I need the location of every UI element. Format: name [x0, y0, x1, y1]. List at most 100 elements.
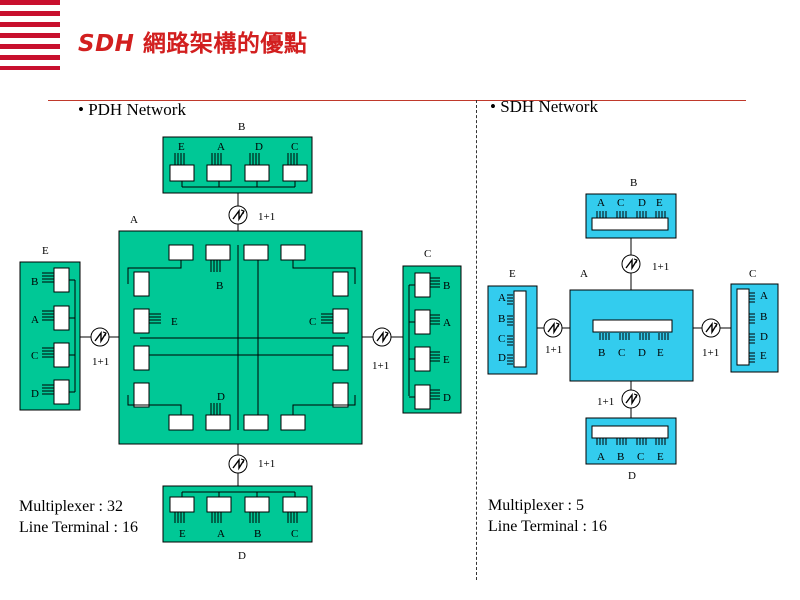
sdh-right-label: A [760, 290, 768, 302]
pdh-bottom-label: C [291, 528, 299, 540]
sdh-bottom-label: B [617, 451, 625, 463]
sdh-left-label: C [498, 333, 506, 345]
pdh-bottom-multiplexer [244, 496, 270, 513]
pdh-right-label: A [443, 317, 451, 329]
sdh-right-label: D [760, 331, 768, 343]
pdh-center-connector [127, 395, 182, 415]
title-latin: SDH [78, 31, 135, 57]
title-divider [48, 100, 746, 101]
pdh-bottom-label: A [217, 528, 225, 540]
pdh-repeater-bottom-icon-arrowhead [240, 458, 245, 464]
sdh-node-a-box [569, 289, 694, 382]
sdh-center-label: C [618, 347, 626, 359]
sdh-repeater-top-icon-arrowhead [633, 258, 638, 264]
page-title: SDH 網路架構的優點 [78, 24, 307, 58]
sdh-right-adm [736, 288, 750, 366]
sdh-stats: Multiplexer : 5 Line Terminal : 16 [488, 495, 607, 537]
pdh-center-label-e: E [171, 316, 178, 328]
sdh-left-label: B [498, 313, 506, 325]
pdh-center-connector [127, 260, 182, 284]
sdh-bottom-adm [591, 425, 669, 439]
sdh-bottom-label: A [597, 451, 605, 463]
pdh-protection-left: 1+1 [92, 356, 110, 368]
sdh-right-label: E [760, 350, 767, 362]
pdh-right-label: B [443, 280, 451, 292]
sdh-left-label: A [498, 292, 506, 304]
pdh-bottom-label: E [179, 528, 186, 540]
pdh-node-d-label: D [238, 550, 246, 562]
sdh-center-adm [592, 319, 673, 333]
sdh-multiplexer-count: Multiplexer : 5 [488, 497, 584, 514]
sdh-node-b-label: B [630, 177, 638, 189]
pdh-line-terminal-count: Line Terminal : 16 [19, 519, 138, 536]
sdh-protection-top: 1+1 [652, 261, 670, 273]
pdh-top-label: E [178, 141, 185, 153]
brand-stripes-logo [0, 0, 60, 70]
sdh-repeater-top-icon-glyph [625, 257, 638, 271]
pdh-node-c-label: C [424, 248, 432, 260]
pdh-repeater-right-icon-arrowhead [384, 331, 389, 337]
sdh-left-adm [513, 290, 527, 368]
pdh-right-multiplexer [414, 272, 431, 298]
pdh-center-multiplexer [133, 382, 150, 408]
sdh-repeater-left-icon [543, 318, 563, 338]
pdh-bottom-multiplexer [206, 496, 232, 513]
sdh-repeater-right-icon [701, 318, 721, 338]
pdh-top-label: C [291, 141, 299, 153]
sdh-node-a-label: A [580, 268, 588, 280]
pdh-center-multiplexer [205, 414, 231, 431]
pdh-bottom-label: B [254, 528, 262, 540]
pdh-node-c-box [402, 265, 462, 414]
pdh-left-label: C [31, 350, 39, 362]
pdh-center-multiplexer [133, 345, 150, 371]
sdh-top-adm [591, 217, 669, 231]
sdh-top-label: A [597, 197, 605, 209]
sdh-repeater-left-icon-glyph [547, 321, 560, 335]
sdh-repeater-bottom-icon-glyph [625, 392, 638, 406]
pdh-center-multiplexer [243, 414, 269, 431]
pdh-center-multiplexer [332, 382, 349, 408]
sdh-center-label: E [657, 347, 664, 359]
sdh-repeater-top-icon [621, 254, 641, 274]
pdh-section-title: • PDH Network [78, 100, 186, 119]
sdh-top-label: C [617, 197, 625, 209]
section-divider [476, 100, 477, 580]
sdh-protection-right: 1+1 [702, 347, 720, 359]
pdh-center-multiplexer [205, 244, 231, 261]
pdh-multiplexer-count: Multiplexer : 32 [19, 498, 123, 515]
pdh-center-multiplexer [133, 271, 150, 297]
pdh-right-label: E [443, 354, 450, 366]
pdh-top-label: A [217, 141, 225, 153]
sdh-bottom-label: E [657, 451, 664, 463]
sdh-bottom-label: C [637, 451, 645, 463]
sdh-center-label: D [638, 347, 646, 359]
pdh-right-multiplexer [414, 309, 431, 335]
sdh-repeater-right-icon-arrowhead [713, 322, 718, 328]
pdh-repeater-right-icon-glyph [376, 330, 389, 344]
pdh-center-label-b: B [216, 280, 224, 292]
pdh-center-multiplexer [133, 308, 150, 334]
pdh-repeater-left-icon-glyph [94, 330, 107, 344]
sdh-node-e-label: E [509, 268, 516, 280]
sdh-line-terminal-count: Line Terminal : 16 [488, 518, 607, 535]
pdh-center-connector [292, 260, 356, 284]
pdh-stats: Multiplexer : 32 Line Terminal : 16 [19, 496, 138, 538]
pdh-node-b-label: B [238, 121, 246, 133]
sdh-top-label: D [638, 197, 646, 209]
pdh-right-multiplexer [414, 384, 431, 410]
sdh-right-label: B [760, 311, 768, 323]
pdh-right-multiplexer [414, 346, 431, 372]
pdh-bottom-multiplexer [282, 496, 308, 513]
pdh-center-multiplexer [332, 308, 349, 334]
sdh-node-b-box [585, 193, 677, 239]
sdh-repeater-bottom-icon [621, 389, 641, 409]
pdh-center-label-c: C [309, 316, 317, 328]
pdh-center-multiplexer [332, 345, 349, 371]
title-chinese: 網路架構的優點 [142, 31, 308, 57]
sdh-left-label: D [498, 352, 506, 364]
pdh-center-connector [292, 395, 356, 415]
pdh-repeater-bottom-icon-glyph [232, 457, 245, 471]
pdh-left-label: B [31, 276, 39, 288]
